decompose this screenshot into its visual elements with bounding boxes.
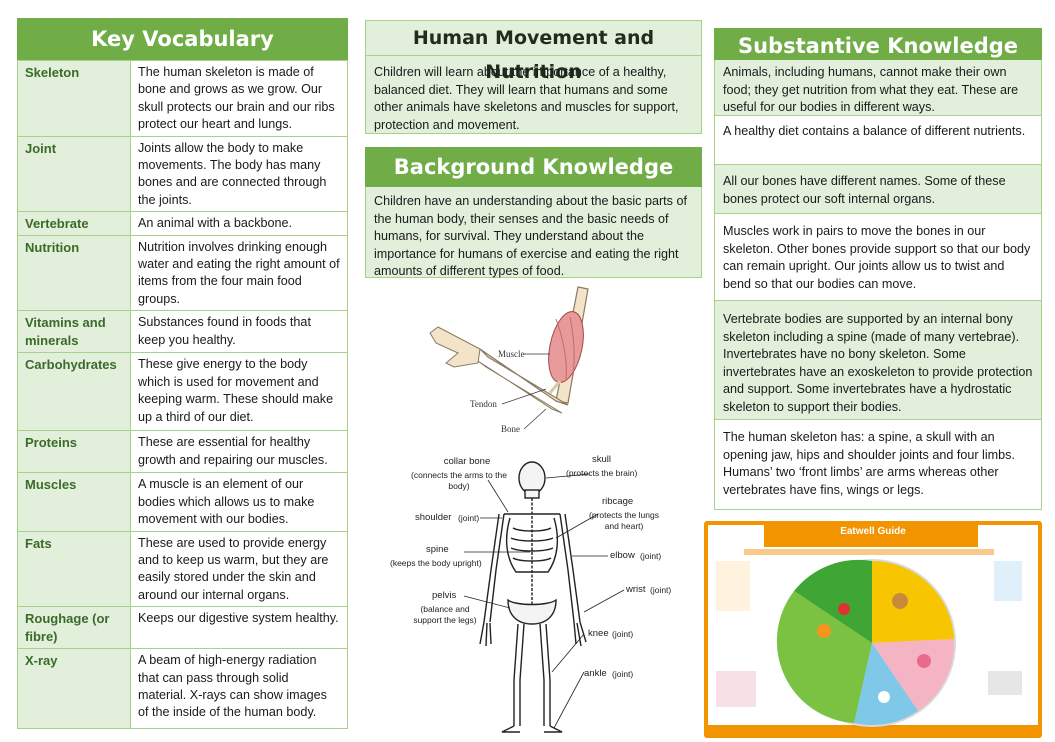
sk-item: Animals, including humans, cannot make t… <box>714 60 1042 116</box>
label-elbow-joint: (joint) <box>640 551 662 561</box>
vocab-definition: Nutrition involves drinking enough water… <box>130 234 348 312</box>
vocab-definition: These are used to provide energy and to … <box>130 530 348 608</box>
substantive-knowledge-title: Substantive Knowledge <box>714 28 1042 60</box>
arm-label-muscle: Muscle <box>498 349 525 359</box>
skeleton-diagram: collar bone (connects the arms to the bo… <box>380 440 680 740</box>
substantive-knowledge-panel: Substantive Knowledge Animals, including… <box>714 28 1042 510</box>
human-movement-nutrition-panel: Human Movement and Nutrition Children wi… <box>365 20 702 134</box>
label-spine: spine <box>426 544 449 555</box>
label-shoulder-joint: (joint) <box>458 513 480 523</box>
arm-muscle-diagram: Muscle Tendon Bone <box>428 283 628 435</box>
arm-label-tendon: Tendon <box>470 399 497 409</box>
label-pelvis-sub: (balance and support the legs) <box>413 604 477 625</box>
sk-item: The human skeleton has: a spine, a skull… <box>714 420 1042 510</box>
vocab-definition: Keeps our digestive system healthy. <box>130 606 348 650</box>
vocab-definition: A muscle is an element of our bodies whi… <box>130 472 348 532</box>
vocab-term: Roughage (or fibre) <box>17 606 131 650</box>
label-spine-sub: (keeps the body upright) <box>390 558 482 568</box>
vocab-definition: Substances found in foods that keep you … <box>130 310 348 354</box>
label-ribcage-sub: (protects the lungs and heart) <box>589 510 659 531</box>
label-pelvis: pelvis <box>432 590 457 601</box>
vocab-term: Proteins <box>17 430 131 474</box>
arm-label-bone: Bone <box>501 424 520 434</box>
vocab-term: X-ray <box>17 648 131 730</box>
arm-drawing <box>429 286 589 430</box>
vocab-term: Vertebrate <box>17 211 131 236</box>
label-ribcage: ribcage <box>602 496 634 507</box>
sk-item: A healthy diet contains a balance of dif… <box>714 116 1042 165</box>
vocab-row: Roughage (or fibre)Keeps our digestive s… <box>17 606 348 650</box>
eatwell-plate-drawing <box>708 525 1038 735</box>
key-vocabulary-title: Key Vocabulary <box>17 18 348 60</box>
sk-item: All our bones have different names. Some… <box>714 165 1042 214</box>
eatwell-guide-image: Eatwell Guide <box>704 521 1042 738</box>
sk-item: Vertebrate bodies are supported by an in… <box>714 301 1042 420</box>
hmn-title: Human Movement and Nutrition <box>365 20 702 83</box>
vocab-definition: Joints allow the body to make movements.… <box>130 135 348 213</box>
vocab-definition: These give energy to the body which is u… <box>130 352 348 432</box>
label-wrist: wrist <box>626 584 646 595</box>
vocab-term: Vitamins and minerals <box>17 310 131 354</box>
sk-item: Muscles work in pairs to move the bones … <box>714 214 1042 301</box>
vocab-term: Joint <box>17 135 131 213</box>
vocab-definition: The human skeleton is made of bone and g… <box>130 60 348 137</box>
hmn-body: Children will learn about the importance… <box>365 56 702 134</box>
label-skull-sub: (protects the brain) <box>566 468 638 478</box>
label-ankle: ankle <box>584 668 607 679</box>
label-ankle-joint: (joint) <box>612 669 634 679</box>
label-collar-bone-sub: (connects the arms to the body) <box>411 470 507 491</box>
background-knowledge-panel: Background Knowledge Children have an un… <box>365 147 702 278</box>
label-knee-joint: (joint) <box>612 629 634 639</box>
label-elbow: elbow <box>610 550 635 561</box>
eatwell-title: Eatwell Guide <box>840 526 906 537</box>
label-skull: skull <box>592 454 612 465</box>
background-knowledge-title: Background Knowledge <box>365 147 702 187</box>
vocab-term: Muscles <box>17 472 131 532</box>
vocab-term: Skeleton <box>17 60 131 137</box>
vocab-definition: A beam of high-energy radiation that can… <box>130 648 348 730</box>
label-collar-bone: collar bone <box>443 456 491 467</box>
skeleton-drawing <box>463 461 625 733</box>
label-wrist-joint: (joint) <box>650 585 672 595</box>
vocab-term: Nutrition <box>17 234 131 312</box>
background-knowledge-body: Children have an understanding about the… <box>365 187 702 278</box>
label-shoulder: shoulder <box>415 512 452 523</box>
label-knee: knee <box>588 628 609 639</box>
vocab-term: Fats <box>17 530 131 608</box>
vocab-definition: These are essential for healthy growth a… <box>130 430 348 474</box>
vocab-term: Carbohydrates <box>17 352 131 432</box>
vocab-definition: An animal with a backbone. <box>130 211 348 236</box>
